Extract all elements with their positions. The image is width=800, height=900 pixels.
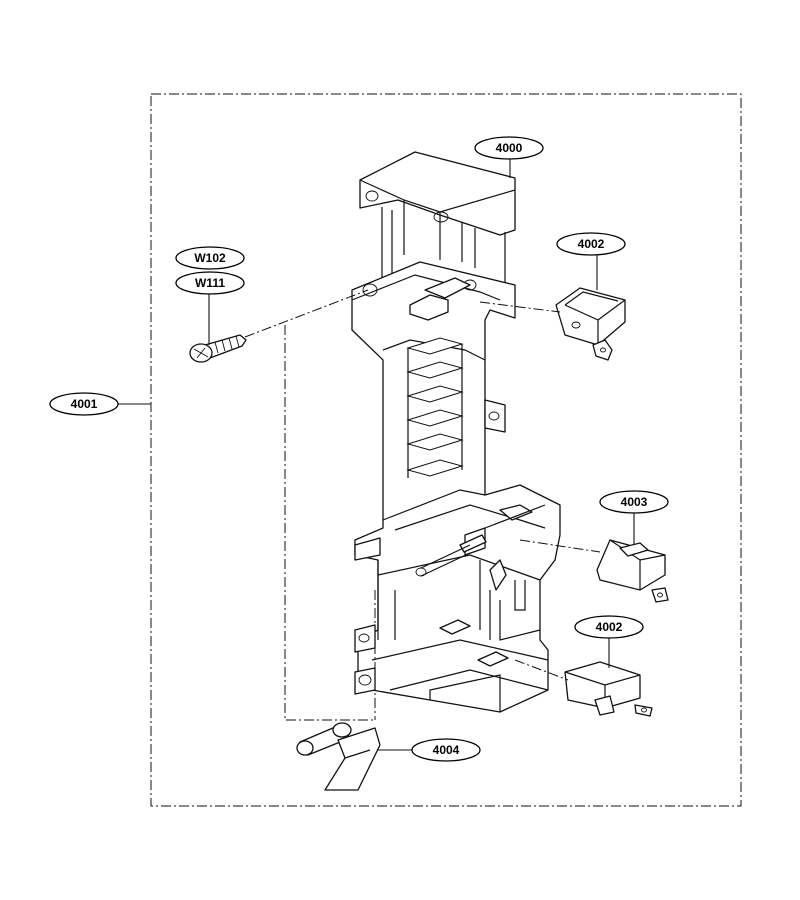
- lever-part: [296, 722, 381, 791]
- exploded-view-lines: [244, 289, 601, 721]
- label-w102: W102: [194, 251, 226, 265]
- leader-lines: [118, 158, 635, 751]
- label-4000: 4000: [496, 141, 523, 155]
- micro-switch-top-part: [555, 287, 626, 361]
- label-4004: 4004: [433, 743, 460, 757]
- label-4002-bottom: 4002: [596, 620, 623, 634]
- latch-board-part: [351, 151, 561, 713]
- callout-w111: W111: [175, 271, 245, 295]
- callout-4000: 4000: [474, 136, 544, 160]
- label-4003: 4003: [621, 495, 648, 509]
- callout-4001: 4001: [49, 392, 119, 416]
- callout-4002-bottom: 4002: [574, 615, 644, 639]
- callout-4002-top: 4002: [556, 232, 626, 256]
- label-4001: 4001: [71, 397, 98, 411]
- callout-4003: 4003: [599, 490, 669, 514]
- assembly-boundary: [150, 93, 742, 807]
- screw-part: [189, 334, 247, 363]
- micro-switch-middle-part: [596, 539, 669, 603]
- micro-switch-bottom-part: [564, 661, 653, 717]
- callout-4004: 4004: [411, 738, 481, 762]
- callout-w102: W102: [175, 246, 245, 270]
- label-4002-top: 4002: [578, 237, 605, 251]
- label-w111: W111: [195, 276, 225, 290]
